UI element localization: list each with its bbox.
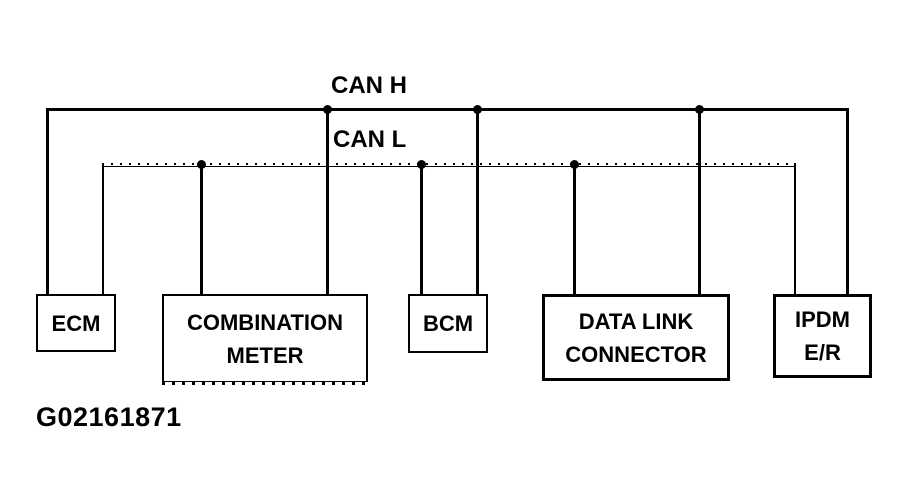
- wire-can-l-to-data-link-connector: [573, 164, 576, 295]
- node-box-data-link-connector: DATA LINK CONNECTOR: [542, 294, 730, 381]
- wire-can-h-to-ipdm: [846, 108, 849, 295]
- junction-dot-can-l-combination-meter: [197, 160, 206, 169]
- node-box-ipdm-er: IPDM E/R: [773, 294, 872, 378]
- junction-dot-can-h-bcm: [473, 105, 482, 114]
- can-h-bus-line: [46, 108, 849, 111]
- can-h-label: CAN H: [331, 72, 407, 99]
- junction-dot-can-h-data-link-connector: [695, 105, 704, 114]
- junction-dot-can-l-data-link-connector: [570, 160, 579, 169]
- can-l-label: CAN L: [333, 126, 407, 153]
- wire-can-l-to-ecm: [102, 163, 104, 295]
- wire-can-l-to-ipdm: [794, 163, 796, 295]
- wire-can-h-to-bcm: [476, 108, 479, 295]
- junction-dot-can-l-bcm: [417, 160, 426, 169]
- wire-can-h-to-data-link-connector: [698, 108, 701, 295]
- node-label-ecm: ECM: [51, 310, 101, 336]
- wire-can-h-to-combination-meter: [326, 108, 329, 295]
- node-box-combination-meter: COMBINATION METER: [162, 294, 368, 382]
- node-label-combination-meter-line1: COMBINATION: [186, 309, 344, 335]
- junction-dot-can-h-combination-meter: [323, 105, 332, 114]
- node-label-ipdm-er-line1: IPDM: [795, 307, 850, 332]
- node-box-ecm: ECM: [36, 294, 116, 352]
- can-l-bus-line: [102, 163, 796, 167]
- figure-id: G02161871: [36, 402, 182, 432]
- node-label-data-link-connector-line1: DATA LINK: [578, 308, 694, 334]
- node-box-bcm: BCM: [408, 294, 488, 353]
- wire-can-l-to-bcm: [420, 164, 423, 295]
- node-label-combination-meter-line2: METER: [226, 342, 304, 368]
- wire-can-h-to-ecm: [46, 108, 49, 295]
- node-label-data-link-connector-line2: CONNECTOR: [565, 341, 707, 367]
- combination-meter-dashed-edge: [162, 382, 368, 385]
- wire-can-l-to-combination-meter: [200, 164, 203, 295]
- node-label-bcm: BCM: [422, 311, 474, 336]
- node-label-ipdm-er-line2: E/R: [804, 340, 841, 365]
